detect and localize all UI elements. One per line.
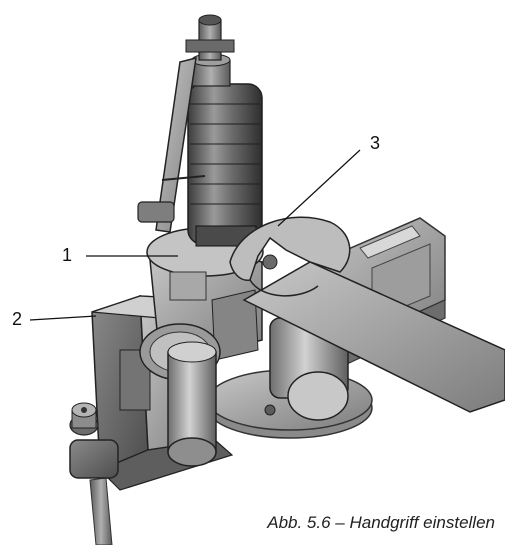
figure-caption: Abb. 5.6 – Handgriff einstellen [267,513,495,532]
callout-leaders [29,149,361,321]
open-end-wrench [229,216,505,413]
callout-2: 2 [12,309,23,329]
lever-handle [137,56,206,233]
callout-3: 3 [370,133,381,153]
side-handle [139,323,221,467]
leader-line-3 [277,149,361,227]
leader-line-2 [29,315,97,321]
callout-1: 1 [62,245,73,265]
tool-top-cap [185,14,235,87]
tool-cylinder [187,83,263,247]
clamp-screw [69,402,119,546]
